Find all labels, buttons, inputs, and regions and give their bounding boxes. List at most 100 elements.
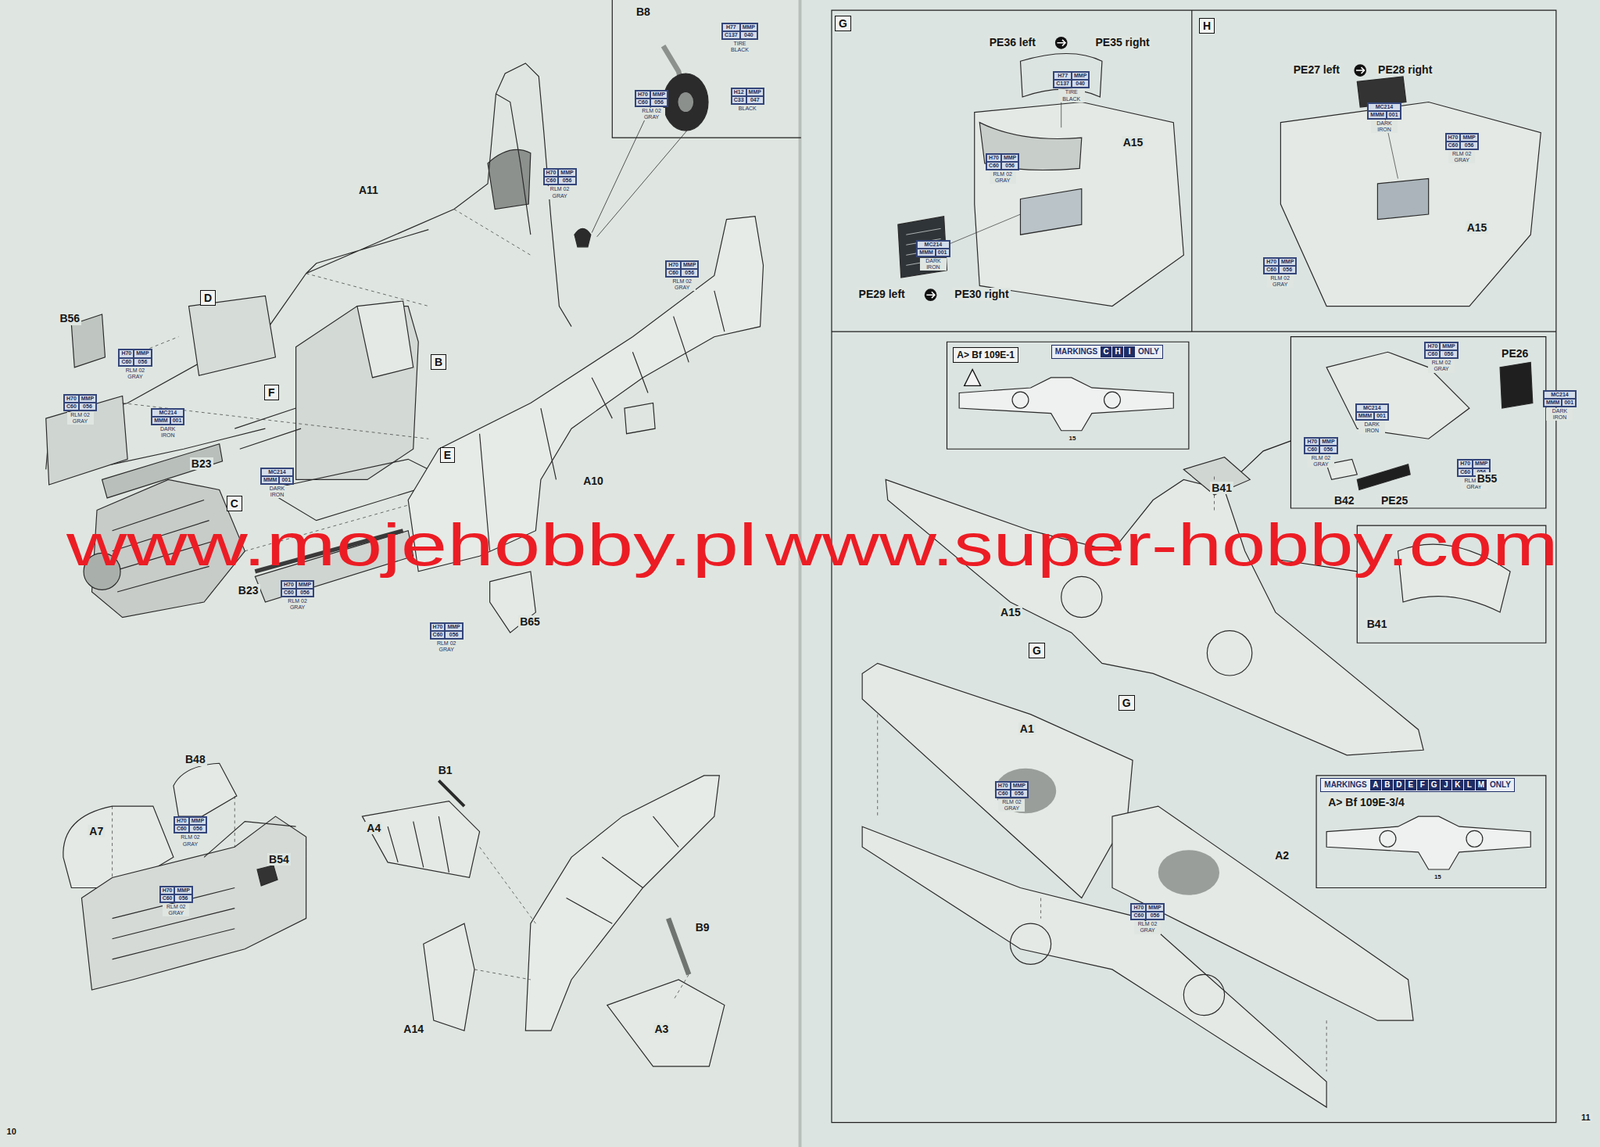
paint-callout: H70MMPC60056RLM 02 GRAY bbox=[118, 348, 152, 380]
arrow-icons bbox=[1056, 39, 1065, 47]
paint-callout: MC214MMM001DARK IRON bbox=[1542, 390, 1577, 421]
paint-code: MMM bbox=[261, 476, 280, 484]
paint-code: C60 bbox=[1457, 468, 1473, 477]
paint-callout: H70MMPC60056RLM 02 GRAY bbox=[1303, 436, 1338, 468]
wing-drawing bbox=[862, 53, 1541, 1108]
marking-letter: G bbox=[1428, 779, 1440, 791]
paint-callout: MC214MMM001DARK IRON bbox=[260, 467, 294, 498]
paint-code: MC214 bbox=[1543, 390, 1576, 399]
nose-and-tail-drawing bbox=[474, 846, 689, 1000]
paint-code: MMP bbox=[1145, 903, 1164, 912]
fuselage-drawing bbox=[357, 300, 414, 378]
paint-callout: H12MMPC33047BLACK bbox=[730, 87, 765, 112]
wing-drawing bbox=[862, 826, 1327, 1107]
callout-grid: H70MMPC60056 bbox=[1130, 902, 1164, 920]
paint-callout: MC214MMM001DARK IRON bbox=[1367, 102, 1401, 133]
part-number: B55 bbox=[1475, 472, 1500, 485]
paint-code: 056 bbox=[1001, 161, 1019, 170]
paint-code: H70 bbox=[64, 394, 79, 403]
paint-code: 056 bbox=[189, 824, 207, 833]
nose-and-tail-drawing bbox=[566, 816, 680, 924]
paint-code: MMM bbox=[916, 248, 936, 257]
part-number: B42 bbox=[1332, 493, 1357, 507]
paint-name: DARK IRON bbox=[154, 425, 182, 439]
nose-and-tail-drawing bbox=[607, 979, 725, 1067]
fuselage-drawing bbox=[487, 149, 531, 209]
part-number: A15 bbox=[998, 605, 1023, 619]
paint-name: RLM 02 GRAY bbox=[1134, 920, 1161, 934]
paint-code: H77 bbox=[722, 23, 741, 32]
paint-code: C60 bbox=[665, 268, 681, 277]
paint-code: 056 bbox=[1278, 265, 1296, 274]
figure-number: 15 bbox=[1432, 873, 1443, 881]
callout-grid: H70MMPC60056 bbox=[429, 622, 464, 640]
step-letter: G bbox=[838, 17, 848, 30]
part-number: B41 bbox=[1209, 481, 1234, 494]
paint-name: RLM 02 GRAY bbox=[1448, 150, 1475, 164]
paint-code: C60 bbox=[986, 161, 1002, 170]
callout-grid: H70MMPC60056 bbox=[665, 260, 699, 278]
step-letter-box: G bbox=[1118, 694, 1135, 711]
callout-grid: H70MMPC60056 bbox=[985, 153, 1020, 171]
paint-code: H70 bbox=[174, 816, 190, 825]
paint-code: 056 bbox=[1460, 141, 1478, 150]
step-letter: F bbox=[268, 386, 276, 399]
callout-grid: MC214MMM001 bbox=[1542, 390, 1577, 408]
step-letter: G bbox=[1122, 696, 1132, 709]
paint-code: C60 bbox=[430, 630, 446, 639]
paint-callout: H70MMPC60056RLM 02 GRAY bbox=[995, 780, 1029, 812]
paint-code: C60 bbox=[544, 176, 559, 185]
marking-letter: A bbox=[1370, 779, 1382, 791]
paint-code: C60 bbox=[174, 824, 190, 833]
wing-drawing bbox=[1377, 178, 1429, 219]
step-letter-box: C bbox=[226, 495, 243, 512]
nose-and-tail-drawing bbox=[438, 780, 465, 806]
paint-code: C60 bbox=[635, 98, 651, 107]
paint-code: C60 bbox=[1424, 350, 1440, 358]
paint-code: C60 bbox=[160, 894, 176, 903]
part-number: B23 bbox=[236, 583, 261, 597]
part-number: B54 bbox=[267, 852, 291, 866]
arrow-icons bbox=[1055, 36, 1068, 50]
wing-drawing bbox=[1061, 576, 1103, 617]
marking-letter: E bbox=[1405, 779, 1417, 791]
wing-drawing bbox=[979, 122, 1082, 171]
callout-grid: MC214MMM001 bbox=[260, 467, 294, 485]
marking-letter: C bbox=[1100, 346, 1112, 358]
step-letter-box: H bbox=[1199, 17, 1215, 34]
paint-code: 056 bbox=[78, 402, 97, 411]
nose-and-tail-drawing bbox=[361, 801, 480, 878]
marking-letter: B bbox=[1381, 779, 1393, 791]
part-number: B1 bbox=[436, 763, 455, 777]
paint-code: C137 bbox=[1053, 79, 1072, 88]
step-letter-box: G bbox=[1028, 642, 1046, 659]
step-letter-box: G bbox=[834, 15, 852, 32]
wing-drawing bbox=[1183, 973, 1225, 1015]
watermark: www.mojehobby.pl bbox=[66, 515, 758, 575]
part-number: A11 bbox=[357, 183, 380, 197]
part-number: PE36 left bbox=[987, 35, 1038, 49]
paint-code: MMP bbox=[1460, 133, 1478, 142]
part-number: B23 bbox=[189, 457, 214, 470]
paint-name: DARK IRON bbox=[1370, 120, 1398, 133]
wing-drawing bbox=[1206, 630, 1252, 676]
part-number: PE26 bbox=[1499, 347, 1530, 360]
paint-callout: H77MMPC137040TIRE BLACK bbox=[721, 22, 759, 54]
paint-callout: H70MMPC60056RLM 02 GRAY bbox=[634, 89, 669, 121]
paint-code: MMP bbox=[740, 23, 758, 32]
paint-callout: MC214MMM001DARK IRON bbox=[1355, 403, 1389, 434]
paint-code: 001 bbox=[170, 416, 185, 425]
paint-code: 001 bbox=[1561, 398, 1576, 407]
markings-word: ONLY bbox=[1487, 779, 1514, 791]
paint-code: C60 bbox=[1263, 265, 1279, 274]
arrow-icons bbox=[1353, 64, 1367, 77]
part-number: PE35 right bbox=[1093, 35, 1151, 49]
paint-name: RLM 02 GRAY bbox=[1307, 454, 1335, 468]
part-number: A2 bbox=[1273, 848, 1291, 862]
marking-letter: I bbox=[1123, 346, 1135, 358]
step-letter: G bbox=[1032, 644, 1042, 657]
paint-code: C60 bbox=[118, 357, 134, 366]
part-number: PE27 left bbox=[1292, 63, 1342, 76]
markings-word: MARKINGS bbox=[1321, 779, 1369, 791]
paint-name: RLM 02 GRAY bbox=[1428, 359, 1455, 373]
